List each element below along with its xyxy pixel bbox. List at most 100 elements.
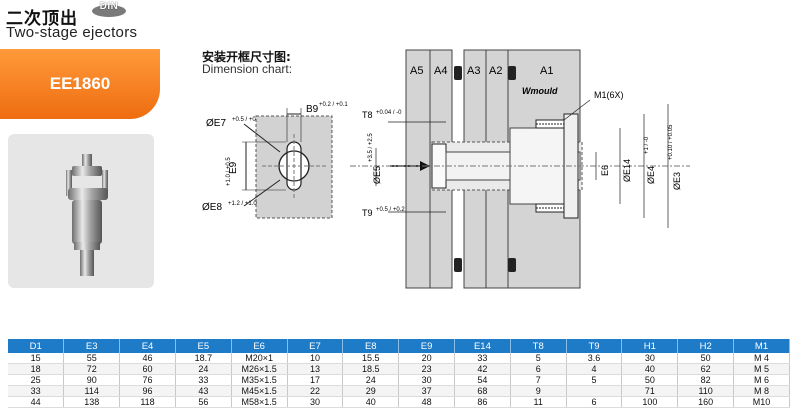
table-cell: M35×1.5: [231, 374, 288, 386]
label-e4: ØE4: [646, 166, 656, 184]
plate-a1-label: A1: [540, 65, 553, 77]
table-cell: 43: [175, 385, 232, 397]
col-m1: M1: [733, 339, 790, 353]
label-e4-tolerance: +1 / -0: [644, 136, 650, 154]
table-cell: 138: [63, 396, 121, 408]
col-h2: H2: [677, 339, 735, 353]
table-cell: 25: [8, 374, 65, 386]
table-cell: 37: [398, 385, 455, 397]
title-chinese: 二次顶出: [6, 9, 78, 29]
table-cell: M 4: [733, 353, 790, 364]
label-b9: B9: [306, 104, 319, 115]
label-e5: ØE5: [372, 166, 382, 184]
table-cell: 40: [621, 363, 679, 375]
table-cell: 118: [119, 396, 176, 408]
table-cell: 17: [287, 374, 344, 386]
table-cell: 33: [175, 374, 232, 386]
col-e3: E3: [63, 339, 121, 353]
table-cell: 60: [119, 363, 176, 375]
table-cell: 18.5: [342, 363, 400, 375]
label-m1: M1(6X): [594, 90, 624, 100]
table-cell: 9: [510, 385, 567, 397]
col-e5: E5: [175, 339, 232, 353]
table-cell: 71: [621, 385, 679, 397]
dimension-table: D1 E3 E4 E5 E6 E7 E8 E9 E14 T8 T9 H1 H2 …: [8, 339, 790, 408]
table-cell: 54: [454, 374, 511, 386]
col-e8: E8: [342, 339, 400, 353]
table-cell: 33: [454, 353, 511, 364]
dimension-chart-drawing: ØE7 +0.5 / +0 B9 +0.2 / +0.1 E9 +1.0 / +…: [202, 102, 348, 219]
table-cell: M58×1.5: [231, 396, 288, 408]
table-cell: 110: [677, 385, 735, 397]
table-cell: 13: [287, 363, 344, 375]
table-cell: M20×1: [231, 353, 288, 364]
label-t9: T9: [362, 208, 373, 218]
table-cell: 15: [8, 353, 65, 364]
table-cell: 55: [63, 353, 121, 364]
table-cell: 86: [454, 396, 511, 408]
model-label: EE1860: [49, 74, 111, 93]
label-t8: T8: [362, 110, 373, 120]
label-t8-tolerance: +0.04 / -0: [376, 110, 402, 116]
col-e7: E7: [287, 339, 344, 353]
table-cell: 96: [119, 385, 176, 397]
table-cell: 5: [510, 353, 567, 364]
label-b9-tolerance: +0.2 / +0.1: [319, 102, 348, 108]
label-e8-tolerance: +1.2 / +1.0: [228, 201, 257, 207]
table-cell: 10: [287, 353, 344, 364]
table-cell: 5: [566, 374, 623, 386]
col-t8: T8: [510, 339, 567, 353]
table-cell: 48: [398, 396, 455, 408]
table-cell: M26×1.5: [231, 363, 288, 375]
title-english: Two-stage ejectors: [6, 24, 138, 41]
table-cell: 50: [677, 353, 735, 364]
label-e8: ØE8: [202, 202, 222, 213]
table-cell: 90: [63, 374, 121, 386]
col-e9: E9: [398, 339, 455, 353]
plate-a5-label: A5: [410, 65, 423, 77]
dimension-chart-title-en: Dimension chart:: [202, 62, 293, 76]
plate-a4-label: A4: [434, 65, 447, 77]
table-cell: 24: [175, 363, 232, 375]
label-t9-tolerance: +0.5 / +0.2: [376, 207, 405, 213]
table-cell: 68: [454, 385, 511, 397]
table-cell: 6: [566, 396, 623, 408]
table-cell: 100: [621, 396, 679, 408]
table-cell: 114: [63, 385, 121, 397]
din-badge-shape: [92, 5, 126, 17]
table-cell: 20: [398, 353, 455, 364]
label-e5-tolerance: +3.5 / +2.5: [368, 133, 374, 162]
table-cell: M 8: [733, 385, 790, 397]
table-cell: 24: [342, 374, 400, 386]
table-cell: 46: [119, 353, 176, 364]
col-e14: E14: [454, 339, 511, 353]
table-cell: M45×1.5: [231, 385, 288, 397]
table-cell: 7: [510, 374, 567, 386]
table-cell: 15.5: [342, 353, 400, 364]
assembly-drawing: A5 A4 A3 A2 A1 Wmould T8 +0.04 / -0 T9 +…: [350, 49, 690, 289]
label-e3: ØE3: [672, 172, 682, 190]
table-cell: 22: [287, 385, 344, 397]
label-e14: ØE14: [622, 159, 632, 182]
table-cell: 30: [621, 353, 679, 364]
table-cell: 11: [510, 396, 567, 408]
table-cell: 6: [510, 363, 567, 375]
table-cell: 56: [175, 396, 232, 408]
dimension-chart-title-cn: 安装开框尺寸图:: [202, 50, 291, 64]
label-e3-tolerance: +0.10 / +0.05: [668, 124, 674, 160]
table-cell: 23: [398, 363, 455, 375]
table-cell: M 6: [733, 374, 790, 386]
table-cell: M 5: [733, 363, 790, 375]
table-cell: 44: [8, 396, 65, 408]
table-cell: 50: [621, 374, 679, 386]
table-cell: 18.7: [175, 353, 232, 364]
table-cell: 160: [677, 396, 735, 408]
table-cell: 18: [8, 363, 65, 375]
label-e6: E6: [600, 165, 610, 176]
table-cell: 62: [677, 363, 735, 375]
col-t9: T9: [566, 339, 623, 353]
